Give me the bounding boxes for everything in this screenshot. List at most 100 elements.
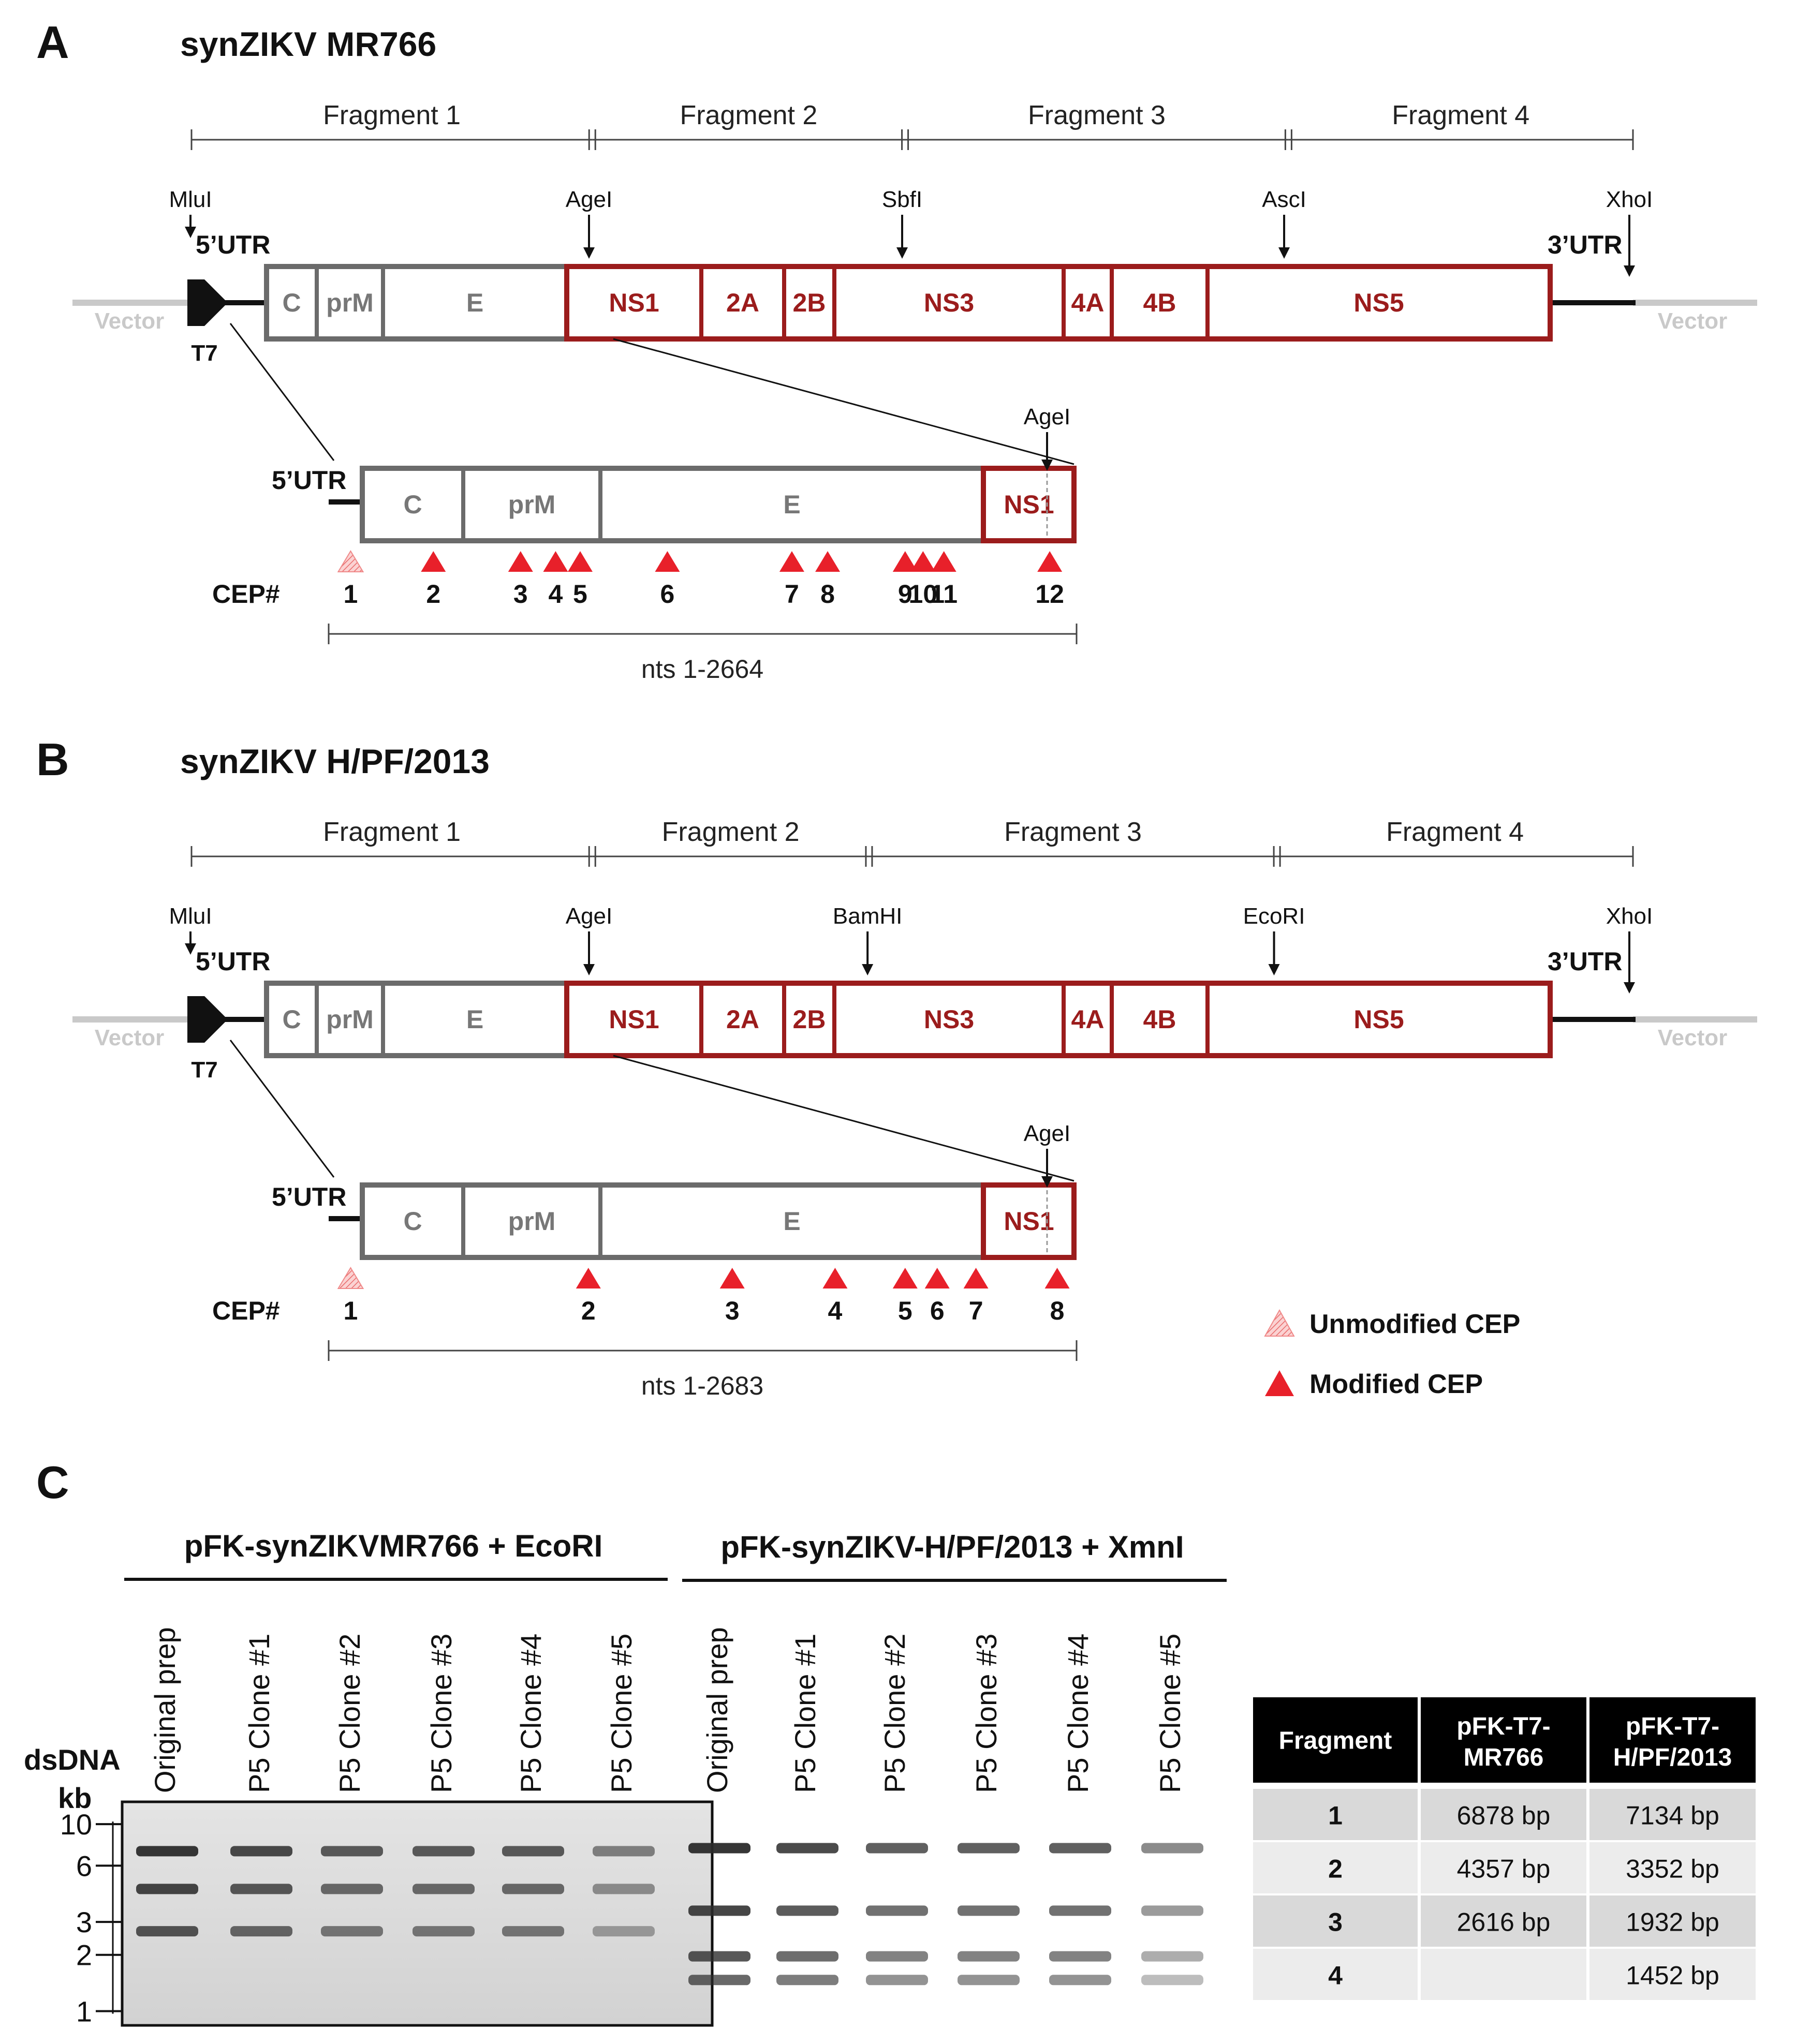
band-lane-12-frag-2 — [1141, 1905, 1203, 1916]
site-SbfI-arrow-head — [896, 247, 908, 259]
band-lane-12-frag-4 — [1141, 1975, 1203, 1986]
cep-9-marker — [892, 551, 918, 572]
cep-7-label: 7 — [785, 580, 799, 609]
cep-legend: Unmodified CEP Modified CEP — [1264, 1309, 1520, 1399]
fragment-3-label: Fragment 3 — [1004, 817, 1142, 847]
table-text-r3-c1: 3 — [1328, 1908, 1343, 1937]
site-XhoI-label: XhoI — [1606, 903, 1653, 929]
site-AgeI-arrow-head — [583, 247, 595, 259]
band-lane-5-frag-3 — [502, 1926, 564, 1937]
band-lane-11-frag-1 — [1049, 1843, 1111, 1854]
band-lane-1-frag-1 — [136, 1846, 198, 1857]
ladder-label-6: 6 — [76, 1849, 92, 1882]
band-lane-9-frag-1 — [866, 1843, 928, 1854]
site-XhoI-label: XhoI — [1606, 187, 1653, 212]
table-text-r4-c1: 4 — [1328, 1961, 1343, 1990]
site-AgeI-label: AgeI — [566, 187, 613, 212]
gene-NS3: NS3 — [924, 288, 974, 317]
band-lane-6-frag-1 — [593, 1846, 655, 1857]
lane-label-12: P5 Clone #5 — [1154, 1634, 1186, 1793]
utr3-label: 3’UTR — [1548, 947, 1622, 976]
cep-5-marker — [892, 1268, 918, 1288]
site-MluI-label: MluI — [169, 903, 212, 929]
band-lane-7-frag-2 — [688, 1905, 750, 1916]
site-SbfI-label: SbfI — [882, 187, 922, 212]
cep-7-marker — [779, 551, 804, 572]
band-lane-6-frag-2 — [593, 1884, 655, 1894]
band-lane-7-frag-3 — [688, 1951, 750, 1962]
table-cell-r1-c2 — [1421, 1789, 1586, 1840]
table-cell-r3-c3 — [1589, 1895, 1756, 1947]
gene-2B: 2B — [793, 288, 826, 317]
table-text-r4-c3: 1452 bp — [1626, 1961, 1719, 1990]
table-header-3-line-1: pFK-T7- — [1626, 1713, 1719, 1740]
vector-left-label: Vector — [95, 308, 165, 334]
inset-utr5-label: 5’UTR — [272, 1182, 346, 1211]
lane-label-2: P5 Clone #1 — [243, 1634, 275, 1793]
site-BamHI-label: BamHI — [833, 903, 902, 929]
cep-6-marker — [655, 551, 680, 572]
cep-12-marker — [1037, 551, 1063, 572]
table-text-r2-c2: 4357 bp — [1457, 1855, 1551, 1884]
cep-4-label: 4 — [828, 1296, 843, 1325]
utr3-label: 3’UTR — [1548, 230, 1622, 259]
site-AgeI-arrow-head — [583, 964, 595, 975]
inset-gene-E: E — [783, 490, 800, 519]
cep-10-label: 10 — [909, 580, 938, 609]
lane-label-10: P5 Clone #3 — [970, 1634, 1003, 1793]
band-lane-5-frag-2 — [502, 1884, 564, 1894]
gene-NS1: NS1 — [609, 288, 659, 317]
inset-gene-NS1: NS1 — [1004, 1207, 1054, 1236]
table-text-r3-c3: 1932 bp — [1626, 1908, 1719, 1937]
t7-promoter-arrow — [187, 279, 228, 326]
inset-structural-box — [360, 466, 986, 543]
band-lane-2-frag-2 — [230, 1884, 292, 1894]
inset-site-arrow-head — [1041, 460, 1053, 471]
ladder-label-1: 1 — [76, 1995, 92, 2027]
table-cell-r4-c1 — [1253, 1949, 1418, 2000]
cep-12-label: 12 — [1035, 580, 1064, 609]
panel-c-letter: C — [36, 1457, 69, 1508]
site-XhoI-arrow-head — [1624, 982, 1635, 994]
fragment-4-label: Fragment 4 — [1392, 100, 1529, 130]
gene-4B: 4B — [1143, 1005, 1176, 1034]
table-cell-r1-c1 — [1253, 1789, 1418, 1840]
inset-zoom-line-right — [613, 1055, 1074, 1182]
cep-4-marker — [543, 551, 568, 572]
nts-range-label: nts 1-2683 — [641, 1371, 763, 1400]
cep-6-marker — [924, 1268, 950, 1288]
gene-NS5: NS5 — [1353, 1005, 1404, 1034]
lane-label-7: Original prep — [701, 1627, 733, 1793]
inset-site-label: AgeI — [1024, 1121, 1071, 1146]
gene-C: C — [282, 288, 301, 317]
gene-4A: 4A — [1071, 288, 1105, 317]
gene-2B: 2B — [793, 1005, 826, 1034]
band-lane-9-frag-3 — [866, 1951, 928, 1962]
table-header-2-line-2: MR766 — [1464, 1744, 1544, 1771]
utr5-label: 5’UTR — [196, 947, 270, 976]
nonstructural-genes-box — [564, 264, 1553, 342]
band-lane-1-frag-3 — [136, 1926, 198, 1937]
cep-1-label: 1 — [344, 1296, 358, 1325]
inset-site-label: AgeI — [1024, 404, 1071, 429]
unmodified-cep-legend-label: Unmodified CEP — [1309, 1309, 1520, 1339]
table-header-cell-3 — [1589, 1697, 1756, 1783]
cep-2-label: 2 — [426, 580, 440, 609]
gel-group-2-title: pFK-synZIKV-H/PF/2013 + XmnI — [720, 1530, 1184, 1564]
band-lane-1-frag-2 — [136, 1884, 198, 1894]
gel-axis-title-kb: kb — [58, 1782, 92, 1814]
inset-gene-prM: prM — [508, 1207, 556, 1236]
inset-ns1-box — [981, 1182, 1077, 1260]
lane-label-8: P5 Clone #1 — [789, 1634, 821, 1793]
band-lane-9-frag-2 — [866, 1905, 928, 1916]
site-EcoRI-arrow-head — [1268, 964, 1280, 975]
site-MluI-arrow-head — [185, 943, 196, 955]
table-header-1-line-1: Fragment — [1279, 1727, 1392, 1755]
cep-8-label: 8 — [1050, 1296, 1065, 1325]
ladder-label-2: 2 — [76, 1939, 92, 1972]
table-text-r1-c3: 7134 bp — [1626, 1801, 1719, 1830]
t7-promoter-arrow — [187, 996, 228, 1043]
